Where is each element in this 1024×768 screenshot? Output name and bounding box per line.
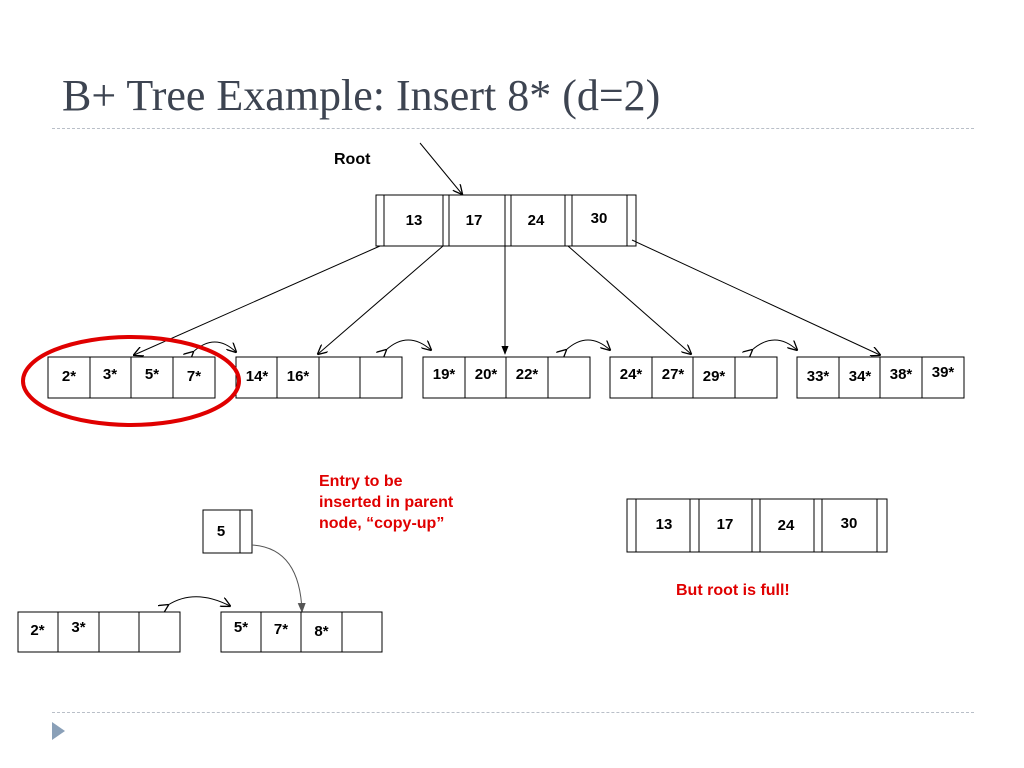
leaf-3-entry-3: 22*: [515, 366, 539, 383]
leaf-1-entry-4: 7*: [186, 368, 202, 385]
leaf-3-entry-2: 20*: [474, 366, 498, 383]
leaf-4-entry-1: 24*: [619, 366, 643, 383]
leaf-5-entry-4: 39*: [931, 364, 955, 381]
split-left-entry-1: 2*: [30, 622, 45, 639]
root-pointer-arrow: [419, 142, 462, 194]
leaf-5-entry-2: 34*: [848, 368, 872, 385]
root-copy-key-4: 30: [840, 515, 858, 532]
split-right-entry-1: 5*: [233, 619, 249, 636]
leaf-5-entry-3: 38*: [889, 366, 913, 383]
root-pointer-to-leaf-1: [134, 245, 381, 355]
root-copy-key-3: 24: [777, 517, 795, 534]
leaf-3-entry-1: 19*: [432, 366, 456, 383]
leaf-2-entry-1: 14*: [245, 368, 269, 385]
root-full-note: But root is full!: [676, 582, 790, 599]
leaf-4-entry-3: 29*: [702, 368, 726, 385]
leaf-node-5: [796, 356, 965, 399]
leaf-5-entry-1: 33*: [806, 368, 830, 385]
root-label: Root: [334, 151, 371, 168]
root-pointer-to-leaf-4: [567, 245, 691, 354]
sibling-link-2-3: [386, 339, 431, 350]
split-left-leaf: [17, 611, 181, 653]
copy-up-note: Entry to be inserted in parent node, “co…: [319, 473, 454, 532]
leaf-2-entry-2: 16*: [286, 368, 310, 385]
sibling-link-4-5: [752, 339, 797, 350]
root-pointer-to-leaf-2: [318, 245, 444, 354]
leaf-1-entry-1: 2*: [61, 368, 77, 385]
slide-bullet-icon: [52, 722, 65, 740]
leaf-1-entry-2: 3*: [102, 366, 118, 383]
split-right-entry-3: 8*: [314, 623, 329, 640]
leaf-node-4: [609, 356, 778, 399]
sibling-link-split: [168, 596, 230, 606]
leaf-4-entry-2: 27*: [661, 366, 685, 383]
root-copy-key-2: 17: [716, 516, 734, 533]
slide-title: B+ Tree Example: Insert 8* (d=2): [62, 71, 661, 120]
root-copy-key-1: 13: [655, 516, 673, 533]
root-pointer-to-leaf-5: [631, 239, 880, 355]
leaf-node-1: [47, 356, 216, 399]
root-copy-node: [626, 498, 888, 553]
split-right-entry-2: 7*: [273, 621, 289, 638]
footer-divider: [52, 712, 974, 713]
root-key-3: 24: [527, 212, 545, 229]
leaf-node-2: [235, 356, 403, 399]
title-divider: [52, 128, 974, 129]
copy-up-pointer-arrow: [251, 544, 306, 613]
split-right-leaf: [220, 611, 383, 653]
root-key-4: 30: [590, 210, 608, 227]
root-key-2: 17: [465, 212, 483, 229]
root-node: [375, 194, 637, 247]
overflow-highlight-ellipse: [21, 335, 241, 427]
copy-up-key: 5: [216, 523, 226, 540]
sibling-link-3-4: [566, 339, 610, 350]
split-left-entry-2: 3*: [71, 619, 86, 636]
copy-up-node: [202, 509, 253, 554]
sibling-link-1-2: [193, 341, 236, 352]
leaf-1-entry-3: 5*: [144, 366, 160, 383]
leaf-node-3: [422, 356, 591, 399]
root-key-1: 13: [405, 212, 423, 229]
